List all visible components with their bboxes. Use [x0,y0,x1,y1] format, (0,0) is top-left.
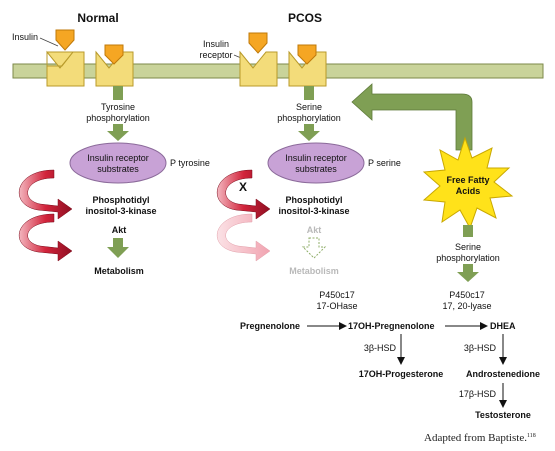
insulin-label: Insulin [12,32,38,42]
insulin-molecule-2 [104,44,124,65]
receptor-normal-left [46,50,85,87]
p-tyrosine-label: P tyrosine [170,158,210,168]
caption-text: Adapted from Baptiste. [424,432,527,444]
p450-right-line1: P450c17 [449,290,485,300]
stem-normal [113,86,123,100]
tyrosine-label-line1: Tyrosine [101,102,135,112]
arrow-to-metabolism-normal [107,238,129,258]
pi3k-pcos-line2: inositol-3-kinase [278,206,349,216]
insulin-molecule-3 [248,32,268,54]
arrow-to-irs-normal [107,124,129,141]
metabolism-normal: Metabolism [94,266,144,276]
irs-pcos-line2: substrates [295,164,337,174]
dhea: DHEA [490,321,516,331]
metabolism-pcos: Metabolism [289,266,339,276]
androstenedione: Androstenedione [466,369,540,379]
p450-right-line2: 17, 20-lyase [442,301,491,311]
stem-pcos [304,86,314,100]
stem-ffa [463,225,473,237]
pi3k-normal-line1: Phosphotidyl [93,195,150,205]
arrow-to-lyase [457,264,479,282]
serine2-line2: phosphorylation [436,253,500,263]
hsd17: 17β-HSD [459,389,497,399]
insulin-molecule-4 [297,44,317,65]
irs-ellipse-pcos [267,142,365,184]
irs-normal-line2: substrates [97,164,139,174]
tyrosine-label-line2: phosphorylation [86,113,150,123]
arrow-to-irs-pcos [298,124,320,141]
pcos-title: PCOS [288,11,322,25]
17oh-pregnenolone: 17OH-Pregnenolone [348,321,435,331]
serine2-line1: Serine [455,242,481,252]
17oh-progesterone: 17OH-Progesterone [359,369,444,379]
serine-label-line2: phosphorylation [277,113,341,123]
swirl-arrow-normal-2 [18,213,73,262]
normal-title: Normal [77,11,118,25]
pi3k-pcos-line1: Phosphotidyl [286,195,343,205]
ffa-line2: Acids [456,186,481,196]
receptor-normal-right [95,50,134,87]
pregnenolone: Pregnenolone [240,321,300,331]
ffa-line1: Free Fatty [446,175,489,185]
p450-left-line1: P450c17 [319,290,355,300]
insulin-pointer [39,37,59,47]
swirl-arrow-normal-1 [18,169,73,220]
caption: Adapted from Baptiste.118 [424,432,536,444]
receptor-pcos-left [239,50,278,87]
x-mark: X [239,180,247,194]
insulin-receptor-label-line2: receptor [199,50,232,60]
arrow-to-metabolism-pcos [301,237,327,259]
swirl-arrow-pcos-1 [216,169,271,220]
receptor-pcos-right [288,50,327,87]
p-serine-label: P serine [368,158,401,168]
irs-ellipse-normal [69,142,167,184]
hsd-left: 3β-HSD [364,343,397,353]
insulin-molecule-1 [55,29,75,51]
ffa-feedback-arrow [351,83,473,151]
hsd-right: 3β-HSD [464,343,497,353]
caption-ref: 118 [527,433,536,439]
akt-pcos: Akt [307,225,322,235]
p450-left-line2: 17-OHase [316,301,357,311]
insulin-receptor-label-line1: Insulin [203,39,229,49]
cell-membrane [12,63,544,79]
swirl-arrow-pcos-2-faded [216,213,271,262]
irs-pcos-line1: Insulin receptor [285,153,347,163]
testosterone: Testosterone [475,410,531,420]
serine-label-line1: Serine [296,102,322,112]
pi3k-normal-line2: inositol-3-kinase [85,206,156,216]
irs-normal-line1: Insulin receptor [87,153,149,163]
akt-normal: Akt [112,225,127,235]
